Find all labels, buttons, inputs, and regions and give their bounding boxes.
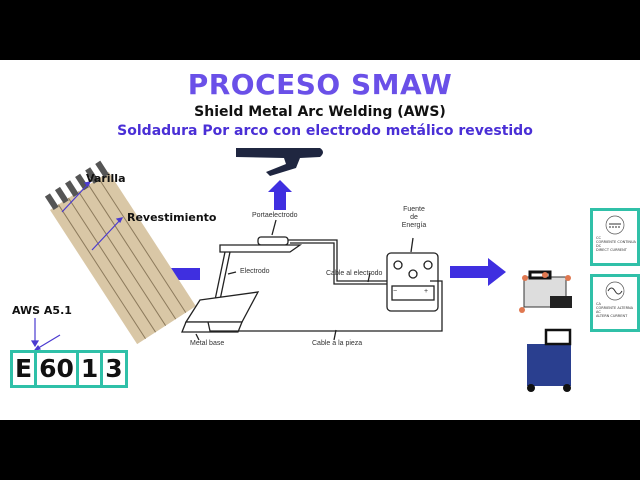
standard-label: AWS A5.1 — [12, 304, 72, 317]
cable-electrode-label: Cable al electrodo — [326, 270, 383, 277]
ac-symbol-icon — [605, 281, 625, 301]
code-part: 1 — [79, 353, 104, 385]
dc-symbol-icon — [605, 215, 625, 235]
arrow-right-icon — [450, 258, 506, 286]
electrode-holder-image — [236, 148, 323, 176]
panel-line: CORRIENTE CONTINUA — [596, 240, 636, 244]
label-line: Fuente — [403, 206, 425, 213]
panel-line: DIRECT CURRENT — [596, 248, 627, 252]
code-part: 60 — [37, 353, 79, 385]
code-part: 3 — [105, 354, 123, 383]
electrode-label: Electrodo — [240, 268, 270, 275]
holder-label: Portaelectrodo — [252, 212, 298, 219]
ac-panel: CA CORRIENTE ALTERNA AC ALTERN CURRENT — [590, 274, 640, 332]
ac-text: CA CORRIENTE ALTERNA AC ALTERN CURRENT — [596, 302, 636, 318]
cable-work-label: Cable a la pieza — [312, 340, 363, 347]
diagram-canvas: PROCESO SMAW Shield Metal Arc Welding (A… — [0, 60, 640, 420]
arrow-up-icon — [268, 180, 292, 210]
panel-line: CA — [596, 302, 601, 306]
welding-circuit — [181, 219, 443, 341]
diagram-graphics — [30, 148, 572, 392]
panel-line: CORRIENTE ALTERNA — [596, 306, 634, 310]
plus-terminal: + — [424, 288, 429, 295]
panel-line: CC — [596, 236, 601, 240]
minus-terminal: − — [393, 288, 398, 295]
subtitle: Shield Metal Arc Welding (AWS) — [194, 104, 446, 120]
rod-label: Varilla — [86, 172, 126, 185]
coating-label: Revestimiento — [127, 211, 217, 224]
welding-machine-images — [519, 270, 572, 392]
arrows — [142, 180, 506, 288]
label-line: Energía — [401, 222, 427, 229]
panel-line: AC — [596, 310, 601, 314]
label-line: de — [410, 214, 418, 221]
page-title: PROCESO SMAW — [187, 68, 453, 101]
dc-panel: CC CORRIENTE CONTINUA DC DIRECT CURRENT — [590, 208, 640, 266]
electrode-bundle-image — [44, 160, 196, 345]
power-source-label: Fuente de Energía — [398, 206, 430, 230]
base-metal-label: Metal base — [190, 340, 225, 347]
code-part: E — [13, 353, 38, 385]
electrode-code: E 60 1 3 — [10, 350, 128, 388]
dc-text: CC CORRIENTE CONTINUA DC DIRECT CURRENT — [596, 236, 636, 252]
panel-line: ALTERN CURRENT — [596, 314, 628, 318]
subtitle-spanish: Soldadura Por arco con electrodo metálic… — [117, 123, 533, 139]
panel-line: DC — [596, 244, 602, 248]
